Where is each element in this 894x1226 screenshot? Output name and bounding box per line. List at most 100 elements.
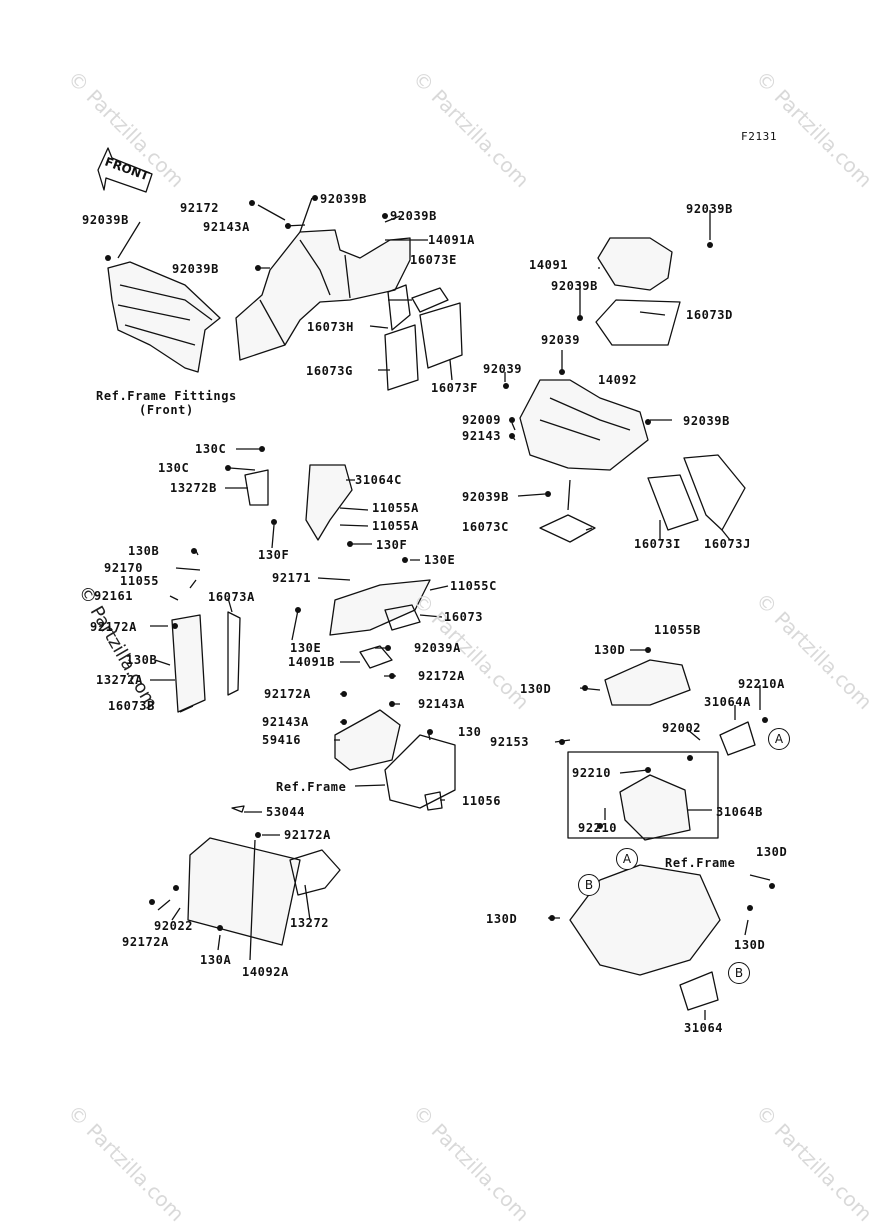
pad-16073g bbox=[384, 324, 419, 391]
front-fender-left-part bbox=[107, 261, 221, 373]
part-label: 92039B bbox=[82, 213, 129, 227]
part-label: 92002 bbox=[662, 721, 702, 735]
part-label: 92172A bbox=[90, 620, 137, 634]
part-label: 130D bbox=[734, 938, 766, 952]
pad-16073f bbox=[419, 302, 463, 369]
pad-16073e bbox=[411, 287, 449, 313]
part-label: 92172 bbox=[180, 201, 220, 215]
part-label: 130C bbox=[195, 442, 227, 456]
front-body-part bbox=[235, 229, 411, 361]
bracket-16073-part bbox=[384, 604, 421, 631]
part-label: 16073E bbox=[410, 253, 457, 267]
part-label: 130D bbox=[756, 845, 788, 859]
bracket-31064a-part bbox=[719, 721, 756, 756]
ref-frame-label: Ref.Frame bbox=[665, 856, 736, 870]
part-label: 92143A bbox=[418, 697, 465, 711]
part-label: 130 bbox=[458, 725, 482, 739]
part-label: 130E bbox=[290, 641, 322, 655]
panel-13272a-part bbox=[171, 614, 206, 713]
marker-b: B bbox=[578, 874, 600, 896]
part-label: 92039B bbox=[172, 262, 219, 276]
part-label: 11055 bbox=[120, 574, 160, 588]
part-label: 130D bbox=[594, 643, 626, 657]
part-label: 92172A bbox=[418, 669, 465, 683]
guard-13272-part bbox=[289, 849, 341, 896]
diagram-code: F2131 bbox=[741, 130, 778, 143]
underpanel-14092a-part bbox=[187, 837, 301, 946]
part-label: 16073G bbox=[306, 364, 353, 378]
part-label: 31064B bbox=[716, 805, 763, 819]
part-label: 92143 bbox=[462, 429, 502, 443]
part-label: 92161 bbox=[94, 589, 134, 603]
front-arrow-icon bbox=[97, 147, 153, 193]
part-label: 13272B bbox=[170, 481, 217, 495]
part-label: 130B bbox=[128, 544, 160, 558]
bracket-11055b-part bbox=[604, 659, 691, 706]
pad-16073j bbox=[683, 454, 746, 531]
part-label: 11055A bbox=[372, 519, 419, 533]
part-label: 92172A bbox=[264, 687, 311, 701]
part-label: 16073J bbox=[704, 537, 751, 551]
part-label: 92170 bbox=[104, 561, 144, 575]
part-label: 31064C bbox=[355, 473, 402, 487]
part-label: 16073 bbox=[444, 610, 484, 624]
part-label: 16073A bbox=[208, 590, 255, 604]
part-label: 92172A bbox=[122, 935, 169, 949]
part-label: 130D bbox=[520, 682, 552, 696]
part-label: 92039B bbox=[462, 490, 509, 504]
part-label: 59416 bbox=[262, 733, 302, 747]
part-label: 14092A bbox=[242, 965, 289, 979]
part-label: 14091 bbox=[529, 258, 569, 272]
bracket-13272b-part bbox=[244, 469, 269, 506]
battery-box-part bbox=[334, 709, 401, 771]
marker-b: B bbox=[728, 962, 750, 984]
part-label: 92039 bbox=[483, 362, 523, 376]
callout-box bbox=[567, 751, 719, 839]
part-label: 92143A bbox=[203, 220, 250, 234]
part-label: 92210 bbox=[578, 821, 618, 835]
pad-16073a bbox=[227, 611, 241, 696]
part-label: 11055A bbox=[372, 501, 419, 515]
part-label: 130C bbox=[158, 461, 190, 475]
part-label: 11056 bbox=[462, 794, 502, 808]
part-label: 92039B bbox=[683, 414, 730, 428]
part-label: 130F bbox=[258, 548, 290, 562]
parts-diagram bbox=[97, 147, 775, 1020]
plate-14091b-part bbox=[359, 645, 393, 669]
part-label: 16073I bbox=[634, 537, 681, 551]
part-label: 14091B bbox=[288, 655, 335, 669]
marker-a: A bbox=[616, 848, 638, 870]
part-label: 130F bbox=[376, 538, 408, 552]
bracket-31064c-part bbox=[305, 464, 353, 541]
part-label: 130A bbox=[200, 953, 232, 967]
part-label: 16073F bbox=[431, 381, 478, 395]
part-label: 31064 bbox=[684, 1021, 724, 1035]
part-label: 92039B bbox=[551, 279, 598, 293]
part-label: 92039B bbox=[390, 209, 437, 223]
marker-a: A bbox=[768, 728, 790, 750]
pad-16073i bbox=[647, 474, 699, 531]
part-label: 11055C bbox=[450, 579, 497, 593]
bracket-31064-part bbox=[679, 971, 719, 1011]
ref-frame-center-part bbox=[384, 734, 456, 809]
clip-53044-part bbox=[231, 805, 245, 813]
bracket-31064b-part bbox=[619, 774, 691, 841]
part-label: 92210A bbox=[738, 677, 785, 691]
part-label: 92009 bbox=[462, 413, 502, 427]
pad-16073h bbox=[387, 284, 411, 331]
part-label: 130D bbox=[486, 912, 518, 926]
part-label: 92039 bbox=[541, 333, 581, 347]
part-label: 16073B bbox=[108, 699, 155, 713]
part-label: 53044 bbox=[266, 805, 306, 819]
part-label: 92171 bbox=[272, 571, 312, 585]
part-label: 92039B bbox=[320, 192, 367, 206]
part-label: 14092 bbox=[598, 373, 638, 387]
part-label: 16073H bbox=[307, 320, 354, 334]
ref-frame-fittings-label: Ref.Frame Fittings(Front) bbox=[96, 389, 237, 417]
rear-fender-part bbox=[597, 237, 673, 291]
part-label: 31064A bbox=[704, 695, 751, 709]
part-label: 130E bbox=[424, 553, 456, 567]
part-label: 92153 bbox=[490, 735, 530, 749]
bracket-11056-part bbox=[424, 791, 443, 811]
part-label: 92172A bbox=[284, 828, 331, 842]
